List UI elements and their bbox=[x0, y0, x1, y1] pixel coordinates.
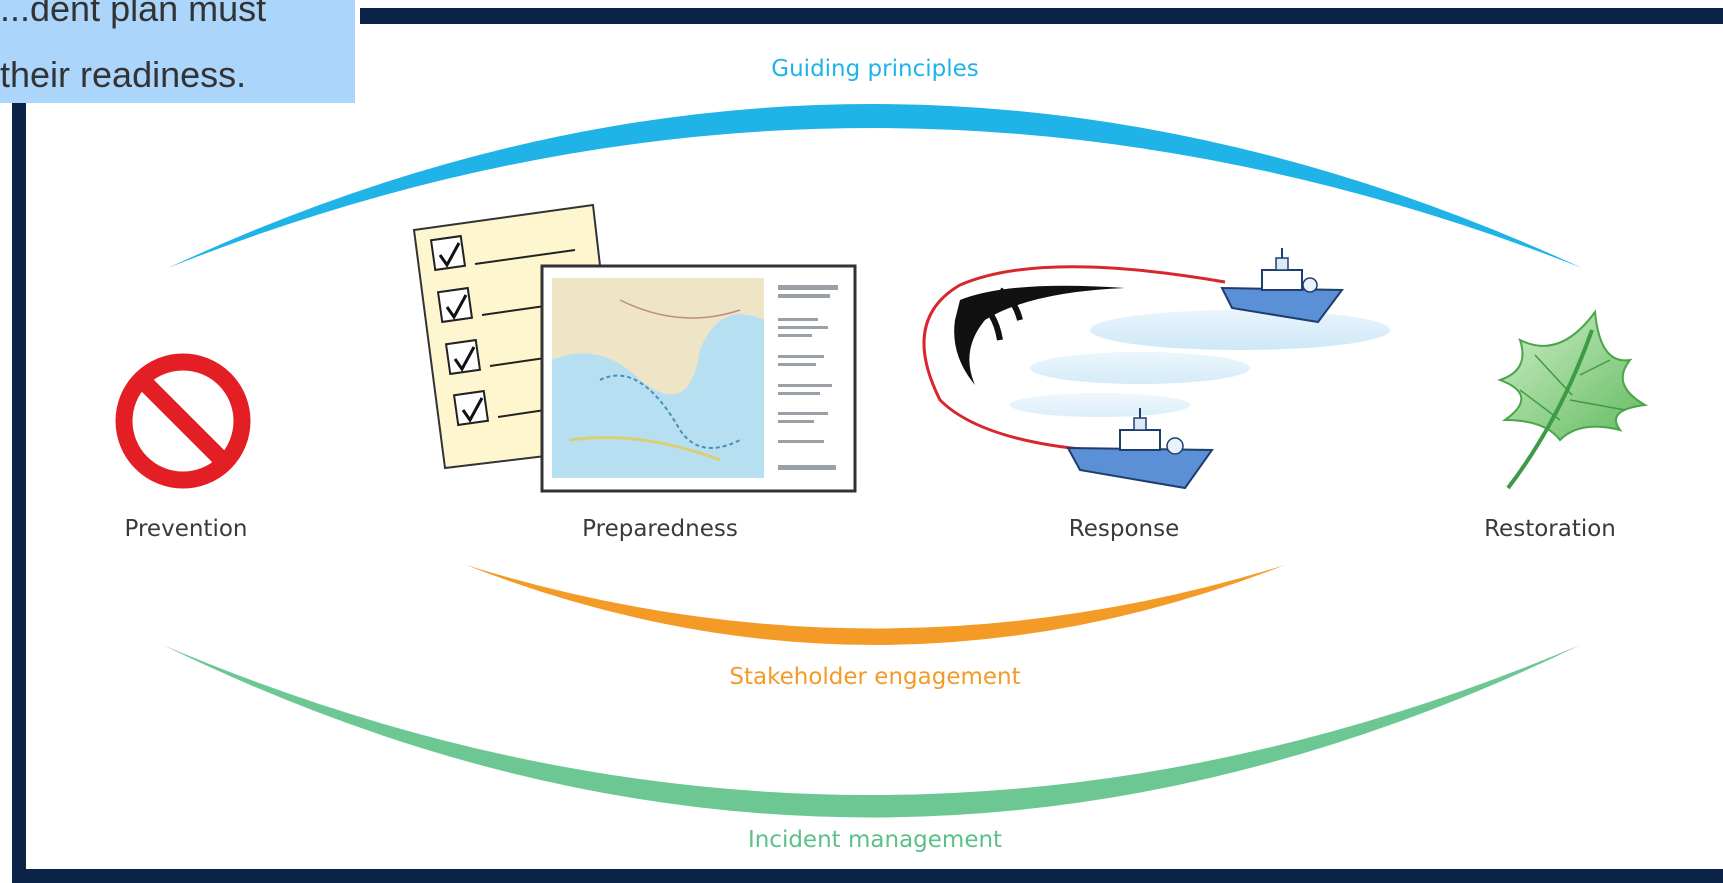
stakeholder-engagement-arc bbox=[466, 565, 1285, 645]
stage-label-response: Response bbox=[1068, 516, 1180, 542]
stage-label-preparedness: Preparedness bbox=[582, 516, 738, 542]
lower-boat bbox=[1066, 408, 1214, 490]
stakeholder-engagement-label: Stakeholder engagement bbox=[729, 664, 1021, 690]
frame-left-bar bbox=[12, 100, 26, 883]
callout-box: ...dent plan must their readiness. bbox=[0, 0, 355, 103]
boats-containment-boom-icon bbox=[922, 248, 1390, 490]
incident-management-label: Incident management bbox=[747, 827, 1003, 853]
stage-label-prevention: Prevention bbox=[124, 516, 248, 542]
guiding-principles-arc bbox=[168, 104, 1582, 268]
leaf-icon bbox=[1497, 309, 1649, 490]
callout-text: ...dent plan must their readiness. bbox=[0, 0, 355, 103]
prohibition-icon bbox=[115, 353, 251, 489]
callout-line-2: their readiness. bbox=[0, 54, 247, 95]
incident-management-arc bbox=[163, 645, 1580, 818]
guiding-principles-label: Guiding principles bbox=[771, 56, 979, 82]
callout-line-1: ...dent plan must bbox=[0, 0, 267, 29]
frame-top-bar bbox=[360, 8, 1723, 24]
map-icon bbox=[540, 264, 857, 493]
upper-boat bbox=[1220, 248, 1344, 324]
stage-label-restoration: Restoration bbox=[1484, 516, 1616, 542]
frame-bottom-bar bbox=[12, 869, 1723, 883]
